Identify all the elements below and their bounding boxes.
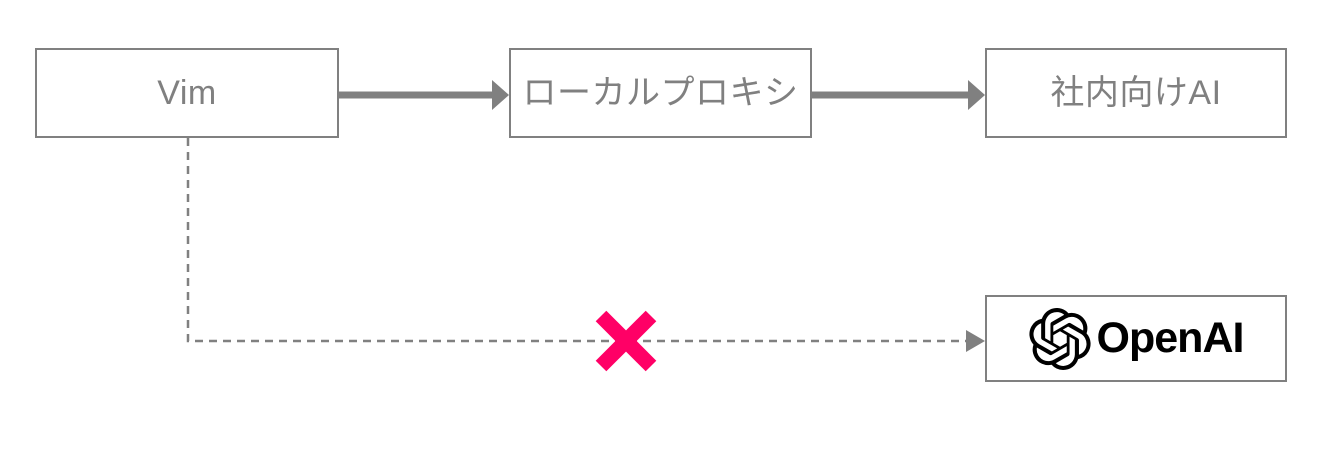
openai-blossom-icon: [1029, 307, 1091, 370]
node-internal-ai[interactable]: 社内向けAI: [985, 48, 1287, 138]
edge-vim-to-openai: [186, 138, 985, 352]
node-vim[interactable]: Vim: [35, 48, 339, 138]
edge-vim-to-proxy: [339, 80, 509, 110]
node-vim-label: Vim: [157, 74, 217, 112]
node-openai[interactable]: OpenAI: [985, 295, 1287, 382]
node-local-proxy-label: ローカルプロキシ: [522, 74, 799, 112]
blocked-x-icon: [595, 310, 657, 372]
node-local-proxy[interactable]: ローカルプロキシ: [509, 48, 812, 138]
edge-proxy-to-internal-ai: [812, 80, 985, 110]
openai-wordmark: OpenAI: [1096, 314, 1245, 362]
node-internal-ai-label: 社内向けAI: [1050, 74, 1222, 112]
openai-brand: OpenAI: [1029, 307, 1245, 370]
